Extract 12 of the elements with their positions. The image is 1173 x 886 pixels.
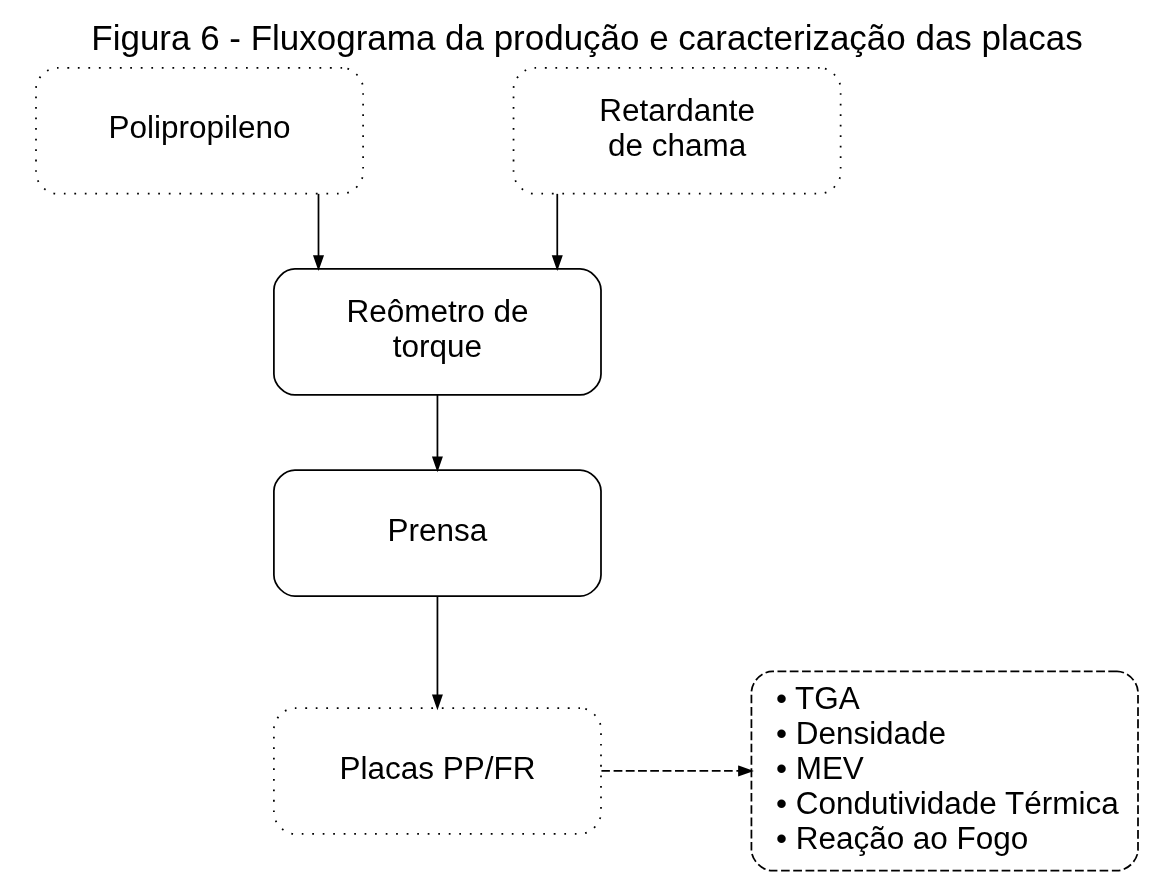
node-box: Prensa: [272, 469, 602, 597]
node-box: Polipropileno: [34, 66, 364, 195]
arrow: [551, 193, 563, 271]
arrow: [431, 394, 443, 473]
arrow: [431, 595, 443, 711]
node-box: Placas PP/FR: [272, 707, 602, 835]
node-box: Reômetro de torque: [272, 268, 602, 396]
node-box: Retardante de chama: [512, 66, 841, 195]
arrow: [600, 765, 754, 777]
node-box: • TGA • Densidade • MEV • Condutividade Térmica • Reação ao Fogo: [750, 670, 1139, 872]
arrow: [312, 193, 324, 271]
diagram-title: Figura 6 - Fluxograma da produção e caracterização das placas: [90, 18, 1083, 58]
